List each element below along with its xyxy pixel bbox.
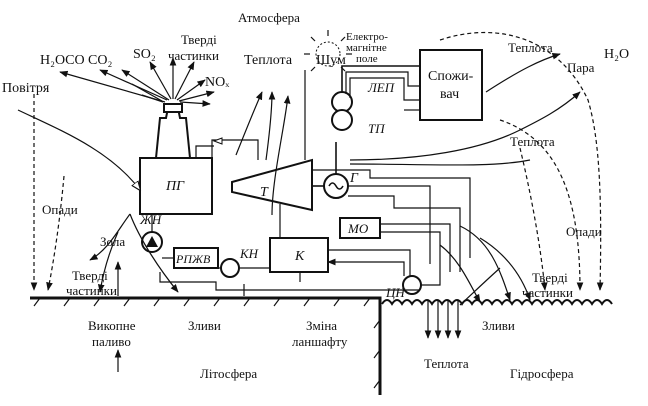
t-label: Т — [260, 185, 269, 200]
transformer-lower — [331, 109, 353, 131]
condenser-box — [269, 237, 329, 273]
hydrosphere-label: Гідросфера — [510, 366, 574, 381]
water-discharge-arrows — [424, 300, 462, 339]
air-label: Повітря — [2, 81, 50, 96]
zhn-label: ЖН — [139, 212, 162, 227]
solid-particles-left-2: частинки — [66, 283, 117, 298]
heat-right-mid-label: Теплота — [510, 134, 555, 149]
emf-label-1: Електро- — [346, 31, 388, 43]
precip-left-label: Опади — [42, 202, 78, 217]
air-flow-line — [17, 109, 140, 190]
consumer-label-1: Спожи- — [428, 69, 474, 84]
fossil-fuel-arrows — [114, 261, 245, 372]
steam-label: Пара — [567, 60, 595, 75]
solid-particles-top-1: Тверді — [181, 32, 217, 47]
emission-rays — [59, 57, 215, 107]
emf-label-3: поле — [356, 53, 378, 65]
heat-bottom-label: Теплота — [424, 356, 469, 371]
heat-top-label: Теплота — [244, 53, 293, 68]
kn-label: КН — [239, 246, 259, 261]
hydrosphere-surface — [381, 299, 613, 306]
fossil-fuel-label-2: паливо — [92, 334, 131, 349]
rpzhv-label: РПЖВ — [175, 252, 211, 266]
gases-label: H₂OCO CO₂ — [40, 53, 112, 68]
noise-label: Шум — [316, 53, 346, 68]
chimney — [154, 103, 192, 159]
emf-label-2: магнітне — [346, 42, 387, 54]
pg-label: ПГ — [165, 179, 185, 194]
water-label: H₂O — [604, 47, 629, 62]
precipitation-lines — [30, 32, 604, 291]
condensate-pump — [220, 258, 240, 278]
g-label: Г — [349, 171, 359, 186]
consumer-box — [419, 49, 483, 121]
lithosphere-surface — [30, 296, 382, 395]
nox-label: NOₓ — [205, 75, 230, 90]
landscape-change-label-1: Зміна — [306, 318, 337, 333]
solid-particles-left-1: Тверді — [72, 268, 108, 283]
solid-particles-right-1: Тверді — [532, 270, 568, 285]
tp-label: ТП — [368, 121, 386, 136]
heat-right-top-label: Теплота — [508, 40, 553, 55]
solid-particles-top-2: частинки — [168, 48, 219, 63]
ash-label: Зола — [100, 234, 125, 249]
precip-right-label: Опади — [566, 224, 602, 239]
lep-label: ЛЕП — [367, 80, 396, 95]
runoff-right-label: Зливи — [482, 318, 515, 333]
runoff-curves — [89, 213, 531, 306]
k-label: К — [294, 249, 305, 264]
cooling-water-lines — [159, 169, 471, 291]
so2-label: SO₂ — [133, 47, 156, 62]
oil-cooler-box — [339, 217, 381, 239]
landscape-change-label-2: ланшафту — [292, 334, 348, 349]
mo-label: МО — [347, 221, 369, 236]
fossil-fuel-label-1: Викопне — [88, 318, 136, 333]
tsn-label: ЦН — [385, 285, 405, 300]
runoff-left-label: Зливи — [188, 318, 221, 333]
circulation-pump — [402, 275, 422, 295]
turbine-shape — [231, 158, 313, 212]
consumer-label-2: вач — [440, 87, 459, 102]
solid-particles-right-2: частинки — [522, 285, 573, 300]
atmosphere-label: Атмосфера — [238, 10, 300, 25]
lithosphere-label: Літосфера — [200, 366, 257, 381]
noise-burst — [304, 30, 352, 72]
